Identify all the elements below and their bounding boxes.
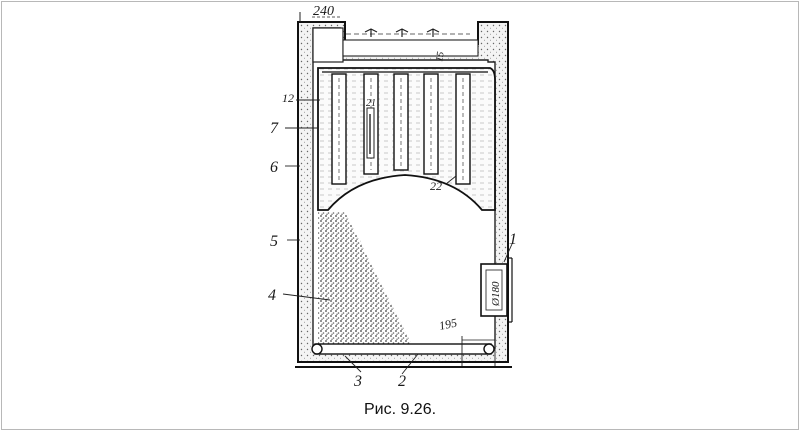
label-195: 195 [438, 315, 459, 332]
label-door-dim: Ø180 [490, 281, 502, 307]
label-1: 1 [509, 231, 517, 248]
top-channel [342, 39, 479, 57]
label-240: 240 [313, 4, 334, 19]
label-22: 22 [430, 179, 442, 193]
label-15: 15 [434, 51, 447, 63]
label-2: 2 [398, 373, 406, 390]
figure-caption: Рис. 9.26. [363, 401, 437, 418]
grate [314, 343, 492, 355]
label-4: 4 [268, 287, 276, 304]
top-valves [364, 28, 440, 37]
flue-duct [312, 27, 344, 63]
label-21: 21 [366, 98, 376, 109]
label-12: 12 [282, 91, 294, 105]
label-3: 3 [353, 373, 362, 390]
label-6: 6 [270, 159, 278, 176]
label-5: 5 [270, 233, 278, 250]
label-7: 7 [270, 120, 279, 137]
